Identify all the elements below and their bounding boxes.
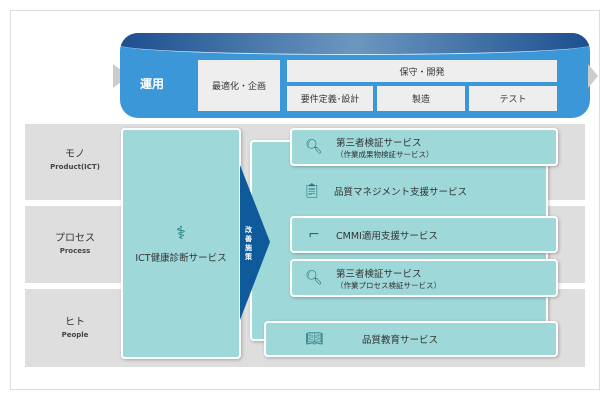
service-title: 第三者検証サービス — [336, 137, 422, 149]
row-jp: モノ — [65, 149, 85, 160]
service-title: 品質マネジメント支援サービス — [334, 187, 468, 198]
service-card-third-party-artifact: 🔍︎ 第三者検証サービス（作業成果物検証サービス） — [290, 128, 558, 166]
magnifier-icon: 🔍︎ — [305, 139, 323, 155]
service-title: 品質教育サービス — [362, 335, 439, 346]
row-label-product: モノ Product(ICT) — [25, 148, 125, 174]
service-title: 第三者検証サービス — [336, 268, 422, 280]
right-flow-arrow-icon — [588, 64, 598, 88]
row-en: Process — [59, 247, 91, 255]
book-icon: 📖︎ — [305, 331, 323, 347]
row-en: Product(ICT) — [50, 163, 100, 171]
row-jp: プロセス — [55, 233, 95, 244]
operation-label: 運用 — [140, 77, 165, 91]
magnifier-icon: 🔍︎ — [305, 270, 323, 286]
band-top — [120, 33, 590, 55]
row-label-process: プロセス Process — [25, 232, 125, 258]
row-jp: ヒト — [65, 317, 85, 328]
row-en: People — [61, 331, 89, 339]
ict-health-check-box: ⚕ ICT健康診断サービス — [121, 128, 241, 359]
clipboard-icon: 📋︎ — [303, 183, 321, 199]
test-cell: テスト — [469, 86, 557, 111]
service-card-third-party-process: 🔍︎ 第三者検証サービス（作業プロセス検証サービス） — [290, 259, 558, 297]
maintain-develop-cell: 保守・開発 — [287, 60, 557, 82]
stethoscope-icon: ⚕ — [176, 223, 186, 244]
optimize-plan-cell: 最適化・企画 — [198, 60, 280, 111]
service-card-quality-education: 📖︎ 品質教育サービス — [264, 321, 558, 357]
lifecycle-band: 運用 最適化・企画 保守・開発 要件定義･設計 製造 テスト — [120, 33, 590, 118]
row-label-people: ヒト People — [25, 316, 125, 342]
requirements-cell: 要件定義･設計 — [287, 86, 373, 111]
service-title: CMMI適用支援サービス — [336, 230, 438, 242]
service-subtitle: （作業プロセス検証サービス） — [336, 280, 441, 290]
build-cell: 製造 — [377, 86, 465, 111]
improvement-arrow — [240, 165, 270, 320]
service-card-cmmi: ⌐ CMMI適用支援サービス — [290, 216, 558, 253]
improvement-label: 改善施策 — [245, 226, 252, 261]
service-quality-management: 📋︎ 品質マネジメント支援サービス — [290, 178, 558, 204]
ict-service-label: ICT健康診断サービス — [135, 253, 227, 264]
stairs-icon: ⌐ — [308, 226, 320, 243]
service-subtitle: （作業成果物検証サービス） — [336, 149, 434, 159]
